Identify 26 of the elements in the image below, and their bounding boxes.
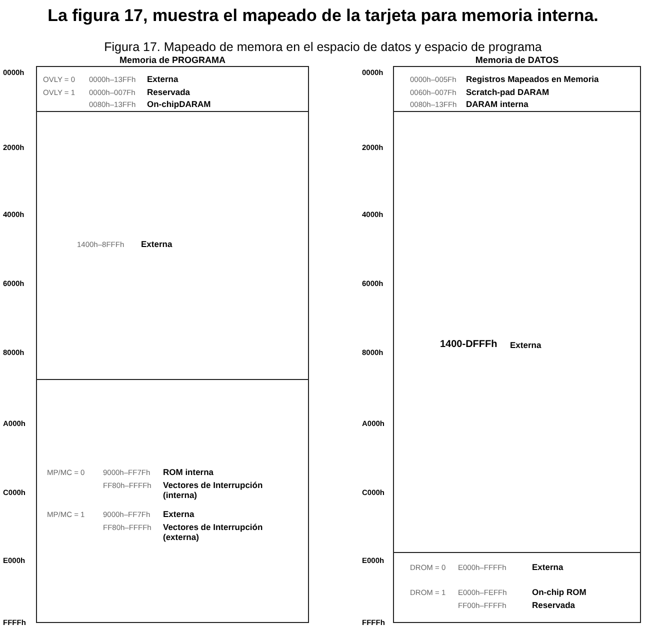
region-name: Vectores de Interrupción (interna) — [163, 480, 264, 500]
region-name: Externa — [532, 562, 564, 572]
title: La figura 17, muestra el mapeado de la tarjeta para memoria interna. — [46, 6, 600, 26]
region-name: Externa — [510, 340, 542, 350]
region-name: Reservada — [532, 600, 576, 610]
memory-region — [393, 66, 641, 113]
caption: Figura 17. Mapeado de memora en el espacio de datos y espacio de programa — [103, 40, 543, 54]
region-name: Externa — [147, 74, 178, 84]
memory-region — [36, 66, 309, 113]
address-range: 1400-DFFFh — [440, 339, 498, 350]
region-name: ROM interna — [163, 467, 214, 477]
memory-region — [36, 379, 309, 623]
region-name: Vectores de Interrupción (externa) — [163, 522, 264, 542]
region-name: Externa — [163, 509, 194, 519]
region-name: Reservada — [147, 87, 190, 97]
memory-region — [393, 111, 641, 554]
region-name: DARAM interna — [466, 99, 528, 109]
region-name: Registros Mapeados en Memoria — [466, 74, 599, 84]
memory-region — [393, 552, 641, 623]
region-name: Scratch-pad DARAM — [466, 87, 550, 97]
region-name: On-chip ROM — [532, 587, 586, 597]
region-name: On-chipDARAM — [147, 99, 211, 109]
memory-region — [36, 111, 309, 381]
column-heading: Memoria de DATOS — [474, 55, 560, 65]
region-name: Externa — [141, 239, 172, 249]
column-heading: Memoria de PROGRAMA — [118, 55, 226, 65]
